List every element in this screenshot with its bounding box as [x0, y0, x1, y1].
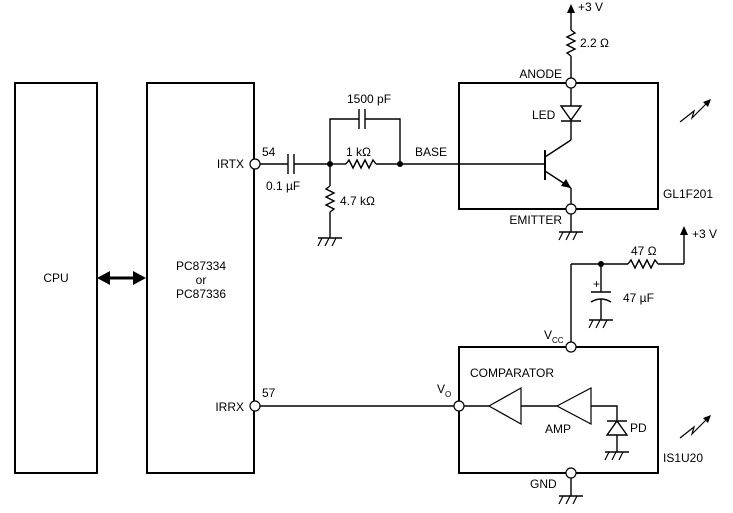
base-pin-label: BASE: [415, 145, 447, 159]
ground-symbol-shunt: [317, 237, 342, 247]
comparator-label: COMPARATOR: [470, 366, 554, 380]
controller-label-3: PC87336: [176, 287, 226, 301]
base-resistor: [345, 158, 377, 170]
transmitter-part-label: GL1F201: [663, 187, 713, 201]
ground-symbol-receiver: [558, 478, 583, 505]
parallel-wire-left: [329, 118, 359, 164]
vcc-pin-label: VCC: [544, 328, 564, 345]
ir-emission-arrow: [703, 99, 711, 107]
res-anode-label: 2.2 Ω: [580, 36, 609, 50]
emitter-pin: [565, 203, 577, 215]
gnd-pin-label: GND: [530, 477, 557, 491]
transmitter-block: [458, 82, 659, 210]
parallel-capacitor: [358, 109, 366, 129]
receiver-part-label: IS1U20: [663, 451, 703, 465]
controller-label-2: or: [196, 273, 207, 287]
pd-wire-top: [591, 405, 618, 420]
emitter-pin-label: EMITTER: [509, 213, 562, 227]
bypass-capacitor: [588, 264, 613, 329]
anode-resistor: [565, 29, 577, 57]
controller-label-1: PC87334: [176, 259, 226, 273]
supply-arrow-right: [680, 226, 688, 264]
res-base-label: 1 kΩ: [346, 145, 371, 159]
cpu-label: CPU: [43, 271, 68, 285]
bus-double-arrow: [97, 271, 146, 285]
ground-symbol-emitter: [558, 214, 583, 241]
pd-label: PD: [630, 421, 647, 435]
vo-pin: [453, 400, 465, 412]
irrx-pin: [249, 400, 261, 412]
supply-arrow-top: [567, 4, 575, 30]
led-label: LED: [532, 108, 556, 122]
ir-receive-arrow: [703, 415, 711, 423]
res-supply-label: 47 Ω: [631, 244, 657, 258]
cpu-block: [14, 82, 98, 474]
supply-right-label: +3 V: [692, 227, 717, 241]
anode-pin: [565, 77, 577, 89]
cap-bypass-label: 47 µF: [623, 291, 654, 305]
npn-transistor: [459, 139, 572, 204]
controller-block: [146, 82, 255, 474]
irtx-pin-number: 54: [262, 145, 276, 159]
cap-parallel-label: 1500 pF: [347, 92, 391, 106]
shunt-resistor: [324, 185, 336, 213]
res-shunt-label: 4.7 kΩ: [340, 194, 375, 208]
photodiode-symbol: [604, 419, 629, 461]
irrx-pin-label: IRRX: [215, 400, 244, 414]
series-capacitor: [287, 154, 295, 174]
irtx-pin-label: IRTX: [217, 157, 244, 171]
cap-plus-label: +: [593, 277, 600, 291]
supply-resistor: [627, 258, 659, 270]
vo-pin-label: VO: [437, 382, 451, 399]
gnd-pin: [565, 467, 577, 479]
irtx-pin: [249, 158, 261, 170]
amp-label: AMP: [545, 422, 571, 436]
irrx-pin-number: 57: [262, 386, 276, 400]
supply-top-label: +3 V: [578, 0, 603, 14]
cap-series-label: 0.1 µF: [266, 179, 300, 193]
anode-pin-label: ANODE: [519, 67, 562, 81]
ir-emission-symbol: [679, 101, 709, 123]
parallel-wire-right: [365, 118, 401, 164]
vcc-pin: [565, 341, 577, 353]
ir-receive-symbol: [679, 417, 709, 439]
